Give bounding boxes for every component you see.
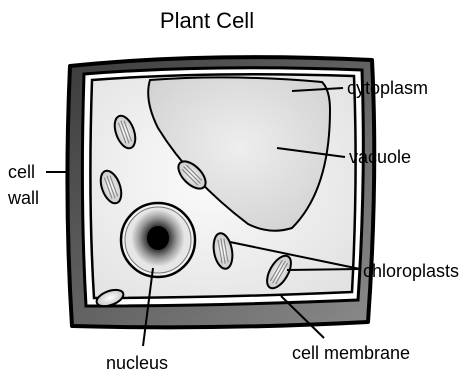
- label-chloroplasts: chloroplasts: [363, 261, 459, 281]
- chloroplast-leader: [287, 269, 360, 270]
- nucleus: [121, 203, 195, 277]
- label-cell-membrane: cell membrane: [292, 343, 410, 363]
- label-vacuole: vacuole: [349, 147, 411, 167]
- diagram-title: Plant Cell: [160, 8, 254, 33]
- label-cytoplasm: cytoplasm: [347, 78, 428, 98]
- label-cell-wall-line2: wall: [7, 188, 39, 208]
- label-cell-wall-line1: cell: [8, 162, 35, 182]
- label-nucleus: nucleus: [106, 353, 168, 373]
